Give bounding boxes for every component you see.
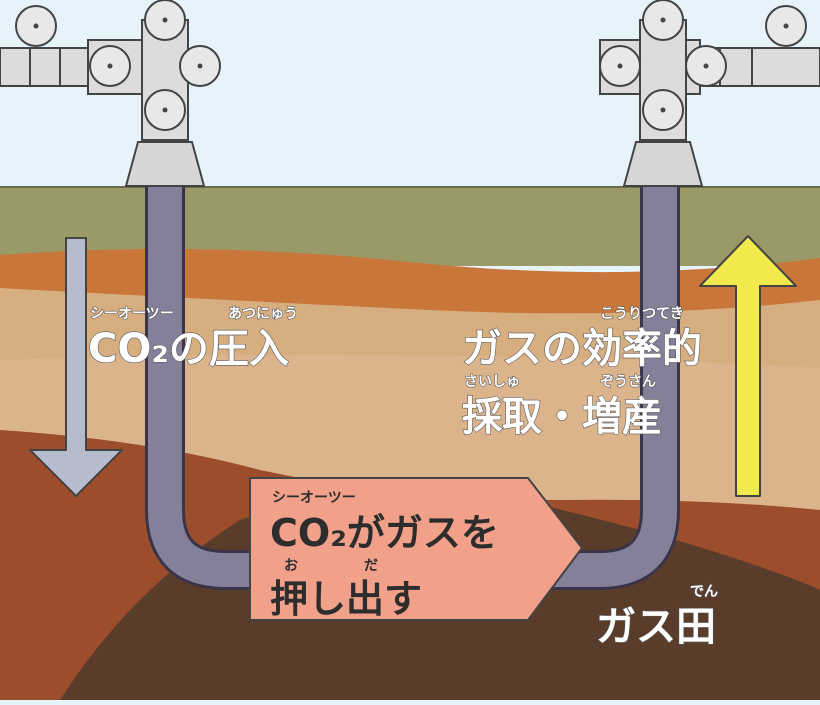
up-arrow-icon	[699, 235, 797, 497]
label-pushes-ruby-da: だ	[364, 558, 378, 574]
label-gas-efficient-ruby: こうりつてき	[600, 306, 684, 322]
right-wellhead	[599, 0, 820, 187]
label-pushes-ruby: シーオーツー	[272, 490, 356, 506]
label-co2-injection: CO₂の圧入	[88, 326, 289, 372]
label-gas-field: ガス田	[596, 604, 716, 650]
label-gas-efficient-line2: 採取・増産	[462, 394, 662, 440]
label-pushes-ruby-o: お	[284, 558, 298, 574]
label-gas-efficient-line1: ガスの効率的	[462, 326, 702, 372]
left-wellhead	[0, 0, 221, 187]
callout-box	[249, 477, 583, 621]
label-co2-injection-ruby-co2: シーオーツー	[90, 306, 174, 322]
label-gas-efficient-ruby-zousan: ぞうさん	[600, 374, 656, 390]
label-pushes-line1: CO₂がガスを	[270, 511, 499, 555]
label-pushes-line2: 押し出す	[270, 577, 422, 621]
label-co2-injection-ruby-atsunyu: あつにゅう	[228, 306, 298, 322]
label-gas-efficient-ruby-saishu: さいしゅ	[464, 374, 520, 390]
label-gas-field-ruby: でん	[690, 584, 718, 600]
down-arrow-icon	[29, 237, 123, 497]
